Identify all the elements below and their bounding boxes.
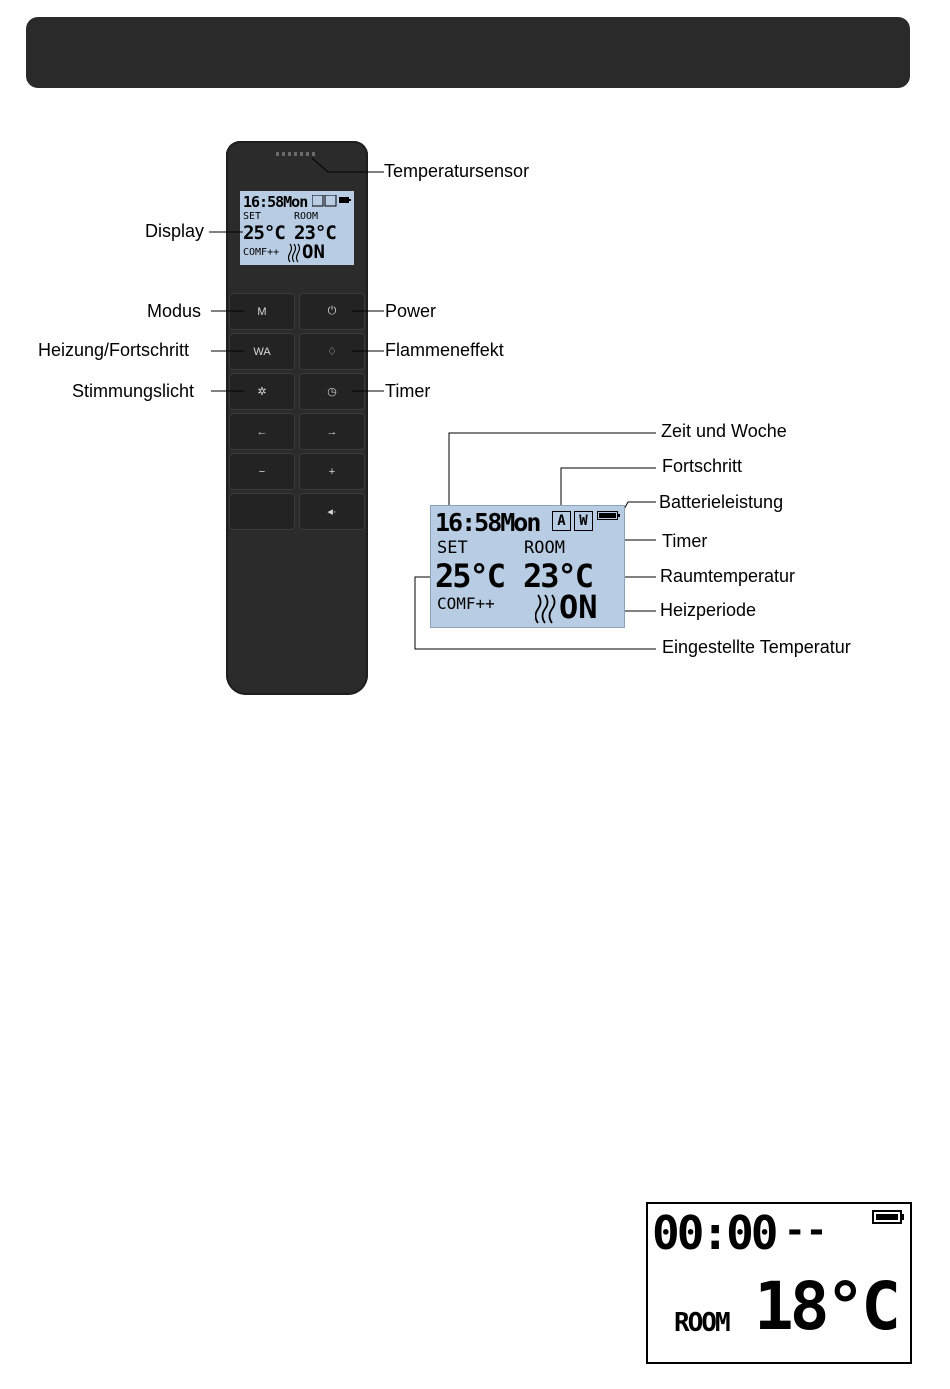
callout-fortschritt: Fortschritt — [662, 456, 743, 476]
room-temperature-display: 00:00 -- ROOM 18°C — [646, 1202, 912, 1364]
detail-mode: COMF++ — [437, 594, 495, 613]
label-temperature-sensor: Temperatursensor — [384, 161, 530, 181]
heat-wave-icon — [288, 243, 301, 263]
display-set-temp: 25°C — [243, 222, 286, 244]
callout-heizperiode: Heizperiode — [660, 600, 757, 620]
label-display: Display — [145, 221, 205, 241]
detail-time: 16:58Mon — [435, 508, 541, 537]
detail-room-label: ROOM — [524, 538, 565, 558]
minus-button[interactable]: − — [229, 453, 295, 490]
lcd-temp: 18°C — [754, 1268, 901, 1345]
left-button[interactable]: ← — [229, 413, 295, 450]
display-set-label: SET — [243, 211, 262, 222]
battery-icon — [872, 1210, 904, 1224]
label-power: Power — [385, 301, 437, 321]
display-room-temp: 23°C — [294, 222, 337, 244]
timer-box: W — [574, 511, 593, 531]
detail-set-temp: 25°C — [435, 557, 506, 595]
callout-batterie: Batterieleistung — [659, 492, 784, 512]
callout-raumtemperatur: Raumtemperatur — [660, 566, 796, 586]
detail-set-label: SET — [437, 538, 468, 558]
callout-zeit-woche: Zeit und Woche — [661, 421, 787, 441]
label-stimmungslicht: Stimmungslicht — [72, 381, 195, 401]
right-button[interactable]: → — [299, 413, 365, 450]
callout-timer: Timer — [662, 531, 708, 551]
remote-display: 16:58Mon SET ROOM 25°C 23°C COMF++ ON — [240, 191, 354, 265]
battery-icon — [597, 511, 620, 520]
display-mode: COMF++ — [243, 247, 280, 258]
header-bar — [26, 17, 910, 88]
battery-icon — [312, 195, 351, 207]
display-heat-state: ON — [302, 241, 325, 263]
detail-room-temp: 23°C — [523, 557, 594, 595]
label-modus: Modus — [147, 301, 202, 321]
heat-wave-icon — [535, 594, 556, 624]
detail-heat-state: ON — [559, 588, 598, 626]
progress-box: A — [552, 511, 571, 531]
display-time: 16:58Mon — [243, 193, 308, 211]
detail-display: 16:58Mon A W SET ROOM 25°C 23°C COMF++ O… — [430, 505, 625, 628]
label-timer: Timer — [385, 381, 431, 401]
callout-eingestellt: Eingestellte Temperatur — [662, 637, 851, 657]
lcd-time: 00:00 — [652, 1206, 778, 1260]
label-flammeneffekt: Flammeneffekt — [385, 340, 504, 360]
temperature-sensor — [276, 152, 318, 156]
label-heizung: Heizung/Fortschritt — [38, 340, 190, 360]
extra-button[interactable]: ◂· — [299, 493, 365, 530]
lcd-room-label: ROOM — [674, 1308, 731, 1338]
display-room-label: ROOM — [294, 211, 319, 222]
lcd-dash: -- — [784, 1210, 828, 1251]
blank-button[interactable] — [229, 493, 295, 530]
plus-button[interactable]: + — [299, 453, 365, 490]
